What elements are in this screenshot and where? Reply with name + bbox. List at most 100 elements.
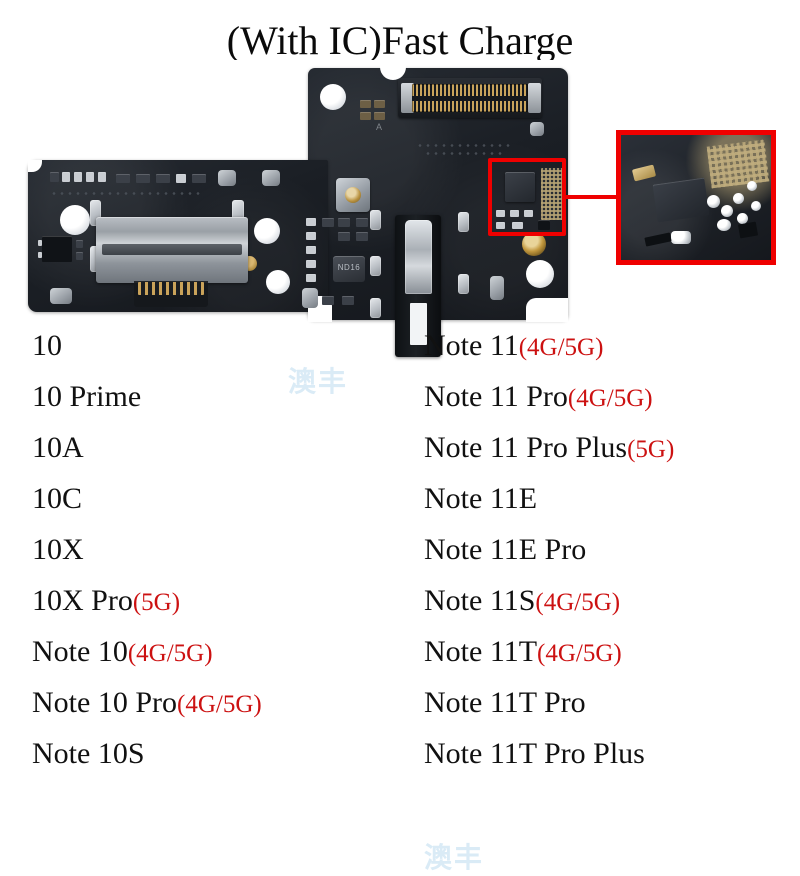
solder-blob-5	[490, 276, 504, 300]
model-name: Note 10 Pro	[32, 686, 177, 719]
compatibility-list: 10 10 Prime 10A 10C 10X 10X Pro(5G) Note…	[0, 320, 800, 874]
fpc-latch-right	[528, 83, 541, 113]
list-item: 10X Pro(5G)	[32, 575, 412, 626]
smd-component	[192, 174, 206, 183]
page-title: (With IC)Fast Charge	[226, 18, 574, 63]
inset-solder-ball	[733, 193, 744, 204]
inset-solder-ball	[721, 205, 733, 217]
list-item: Note 11E Pro	[424, 524, 800, 575]
usb-c-gold-pins	[138, 282, 204, 295]
list-item: Note 11T Pro Plus	[424, 728, 800, 779]
magnified-ic-inset	[616, 130, 776, 265]
ic-highlight-box	[488, 158, 566, 236]
screw-hole-gold	[522, 232, 546, 256]
model-suffix: (4G/5G)	[567, 385, 653, 412]
solder-pad-8	[458, 212, 469, 232]
model-name: Note 11T	[424, 635, 538, 668]
model-name: Note 11E	[424, 482, 538, 515]
solder-pad-6	[370, 256, 381, 276]
charging-ic-chip	[505, 172, 535, 202]
smd-component	[510, 210, 519, 217]
smd-component	[156, 174, 170, 183]
solder-pad-2	[90, 246, 101, 272]
model-suffix: (4G/5G)	[127, 640, 213, 667]
pcb-left-step-cutout	[28, 160, 42, 172]
smd-component	[322, 218, 334, 227]
test-pad-white-4	[266, 270, 290, 294]
solder-blob-6	[530, 122, 544, 136]
smd-component	[136, 174, 150, 183]
smd-ic-small	[42, 236, 72, 262]
model-name: Note 11E Pro	[424, 533, 587, 566]
smd-component	[496, 210, 505, 217]
callout-leader-line	[566, 195, 618, 199]
test-pad-white-1	[320, 84, 346, 110]
model-name: 10	[32, 329, 62, 362]
test-pad-white-3	[254, 218, 280, 244]
smd-component	[338, 232, 350, 241]
smd-component	[116, 174, 130, 183]
list-item: Note 10 Pro(4G/5G)	[32, 677, 412, 728]
solder-blob-3	[50, 288, 72, 304]
inset-solder-ball	[737, 213, 748, 224]
compatibility-column-left: 10 10 Prime 10A 10C 10X 10X Pro(5G) Note…	[32, 320, 412, 779]
smd-component	[342, 296, 354, 305]
smd-component	[374, 112, 385, 120]
smd-component	[538, 220, 550, 230]
smd-component	[306, 232, 316, 240]
solder-blob-1	[218, 170, 236, 186]
list-item: Note 11 Pro Plus(5G)	[424, 422, 800, 473]
model-name: Note 11 Pro	[424, 380, 568, 413]
list-item: 10 Prime	[32, 371, 412, 422]
model-name: 10C	[32, 482, 83, 515]
solder-pad-1	[90, 200, 101, 226]
smd-component	[306, 260, 316, 268]
smd-component	[356, 218, 368, 227]
list-item: Note 11T Pro	[424, 677, 800, 728]
smd-component	[50, 172, 59, 182]
solder-pad-5	[370, 210, 381, 230]
headphone-jack-shield	[405, 220, 432, 294]
smd-component	[62, 172, 70, 182]
model-suffix: (4G/5G)	[518, 334, 604, 361]
smd-component	[360, 100, 371, 108]
inductor-label: ND16	[337, 263, 361, 272]
inset-solder-ball	[671, 231, 691, 244]
smd-component	[338, 218, 350, 227]
list-item: 10X	[32, 524, 412, 575]
model-name: 10X	[32, 533, 84, 566]
model-name: Note 10S	[32, 737, 145, 770]
smd-component	[76, 240, 83, 248]
compatibility-column-right: Note 11(4G/5G) Note 11 Pro(4G/5G) Note 1…	[424, 320, 800, 779]
list-item: Note 11S(4G/5G)	[424, 575, 800, 626]
smd-component	[356, 232, 368, 241]
list-item: Note 11 Pro(4G/5G)	[424, 371, 800, 422]
smd-component	[74, 172, 82, 182]
list-item: Note 11E	[424, 473, 800, 524]
smd-component	[76, 252, 83, 260]
model-suffix: (4G/5G)	[535, 589, 621, 616]
solder-blob-2	[262, 170, 280, 186]
model-name: Note 11	[424, 329, 519, 362]
solder-pad-9	[458, 274, 469, 294]
smd-component	[360, 112, 371, 120]
silkscreen-dot-row-3	[50, 192, 200, 195]
ic-datamatrix-code	[541, 168, 563, 220]
model-name: Note 10	[32, 635, 128, 668]
smd-component	[322, 296, 334, 305]
solder-blob-4	[302, 288, 318, 308]
inductor-component: ND16	[333, 256, 365, 282]
model-name: 10 Prime	[32, 380, 142, 413]
smd-component	[86, 172, 94, 182]
inset-solder-ball	[747, 181, 757, 191]
pcb-board: A	[20, 60, 780, 357]
list-item: 10C	[32, 473, 412, 524]
smd-component	[38, 240, 42, 246]
inset-datamatrix-code	[706, 139, 770, 189]
smd-component	[38, 252, 42, 258]
fpc-latch-left	[401, 83, 414, 113]
inset-solder-ball	[707, 195, 720, 208]
rf-coaxial-connector	[336, 178, 370, 212]
smd-component	[512, 222, 523, 229]
list-item: Note 11(4G/5G)	[424, 320, 800, 371]
